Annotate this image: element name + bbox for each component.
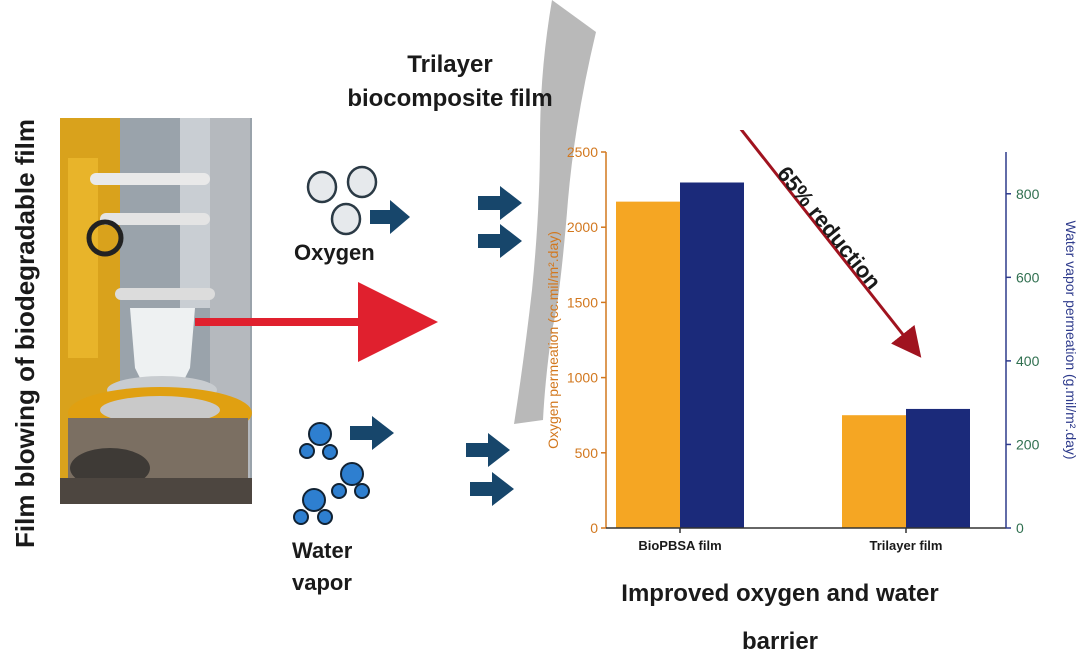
water-vapor-line2: vapor: [292, 570, 352, 595]
left-tick-label: 500: [575, 445, 599, 461]
oxygen-molecules-icon: [306, 165, 378, 236]
oxygen-bar: [842, 415, 906, 528]
caption-line2: barrier: [741, 628, 819, 655]
water-molecules-icon: [293, 422, 370, 525]
x-axis-ticks: BioPBSA film Trilayer film: [638, 528, 942, 553]
oxygen-arrow-2: [478, 186, 522, 220]
right-tick-label: 800: [1016, 186, 1040, 202]
x-tick-label: BioPBSA film: [638, 538, 721, 553]
film-title: Trilayer biocomposite film: [330, 48, 570, 116]
film-title-line2: biocomposite film: [347, 85, 553, 112]
water-arrow-2: [466, 433, 510, 467]
blue-flow-arrows: [350, 186, 522, 506]
oxygen-label: Oxygen: [294, 240, 375, 265]
water-vapor-bar: [906, 408, 970, 528]
chart-bars: [616, 182, 970, 528]
left-tick-label: 1500: [567, 294, 598, 310]
left-tick-label: 2000: [567, 219, 598, 235]
left-axis-label: Oxygen permeation (cc.mil/m².day): [545, 231, 561, 449]
water-arrow-3: [470, 472, 514, 506]
oxygen-bar: [616, 201, 680, 528]
x-tick-label: Trilayer film: [870, 538, 943, 553]
film-blowing-machine-photo: [60, 118, 252, 504]
right-axis-label: Water vapor permeation (g.mil/m².day): [1063, 220, 1079, 459]
water-arrow-1: [350, 416, 394, 450]
reduction-arrow: [739, 130, 922, 358]
trilayer-film-sheet: [514, 0, 596, 424]
right-tick-label: 600: [1016, 269, 1040, 285]
right-tick-label: 400: [1016, 353, 1040, 369]
left-axis-ticks: 0 500 1000 1500 2000 2500: [567, 144, 606, 536]
bottom-caption: Improved oxygen and water barrier: [560, 570, 1000, 666]
left-tick-label: 2500: [567, 144, 598, 160]
left-tick-label: 1000: [567, 370, 598, 386]
diagram-overlay: [195, 0, 596, 525]
water-vapor-bar: [680, 182, 744, 528]
film-title-line1: Trilayer: [407, 51, 493, 78]
oxygen-arrow-1: [370, 200, 410, 234]
water-vapor-line1: Water: [292, 538, 353, 563]
right-tick-label: 200: [1016, 436, 1040, 452]
oxygen-arrow-3: [478, 224, 522, 258]
reduction-label: 65% reduction: [772, 161, 886, 294]
right-axis-ticks: 0 200 400 600 800: [1006, 186, 1040, 536]
water-vapor-label: Water vapor: [292, 535, 352, 599]
caption-line1: Improved oxygen and water: [621, 580, 939, 607]
permeation-bar-chart: 0 500 1000 1500 2000 2500 0 200 400 600 800 BioPB…: [545, 130, 1079, 553]
right-tick-label: 0: [1016, 520, 1024, 536]
left-tick-label: 0: [590, 520, 598, 536]
